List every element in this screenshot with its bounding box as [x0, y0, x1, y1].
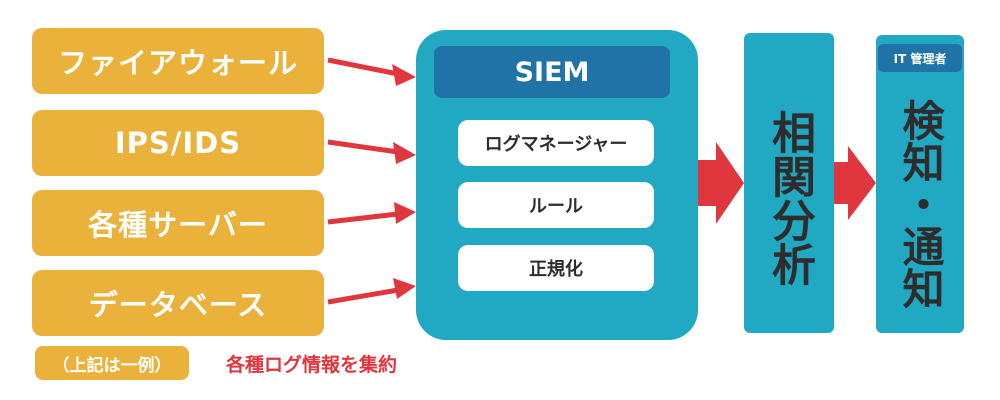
module-rules-label: ルール [529, 196, 583, 217]
siem-title: SIEM [434, 46, 670, 98]
aggregation-caption: 各種ログ情報を集約 [226, 348, 397, 378]
arrow-database [327, 287, 399, 305]
module-normalization: 正規化 [458, 245, 654, 291]
arrowhead-ips [393, 142, 416, 164]
source-servers-label: 各種サーバー [88, 208, 268, 242]
source-database: データベース [32, 270, 324, 336]
arrow-correlation-to-detection [834, 146, 876, 220]
source-firewall-label: ファイアウォール [57, 46, 298, 80]
detection-box [876, 35, 964, 333]
example-note: （上記は一例） [35, 346, 189, 380]
arrow-firewall [327, 57, 399, 77]
source-servers: 各種サーバー [32, 190, 324, 256]
arrowhead-firewall [392, 64, 416, 86]
module-log-manager-label: ログマネージャー [484, 134, 628, 155]
siem-title-label: SIEM [514, 56, 590, 88]
module-log-manager: ログマネージャー [458, 120, 654, 166]
source-database-label: データベース [88, 288, 268, 322]
correlation-box: 相関分析 [744, 33, 834, 333]
module-rules: ルール [458, 182, 654, 228]
it-admin-tag: IT 管理者 [878, 44, 962, 72]
detection-label: 検知・通知 [896, 99, 945, 309]
arrow-siem-to-correlation [698, 142, 744, 224]
module-normalization-label: 正規化 [529, 259, 583, 280]
arrowhead-servers [394, 202, 416, 224]
source-ips-ids-label: IPS/IDS [114, 126, 242, 160]
source-ips-ids: IPS/IDS [32, 110, 324, 176]
source-firewall: ファイアウォール [32, 28, 324, 94]
aggregation-caption-label: 各種ログ情報を集約 [226, 353, 398, 376]
arrow-ips [327, 139, 399, 155]
arrow-servers [327, 211, 399, 225]
example-note-label: （上記は一例） [52, 355, 172, 376]
correlation-label: 相関分析 [764, 110, 815, 286]
arrowhead-database [393, 278, 416, 299]
it-admin-tag-label: IT 管理者 [893, 51, 947, 66]
